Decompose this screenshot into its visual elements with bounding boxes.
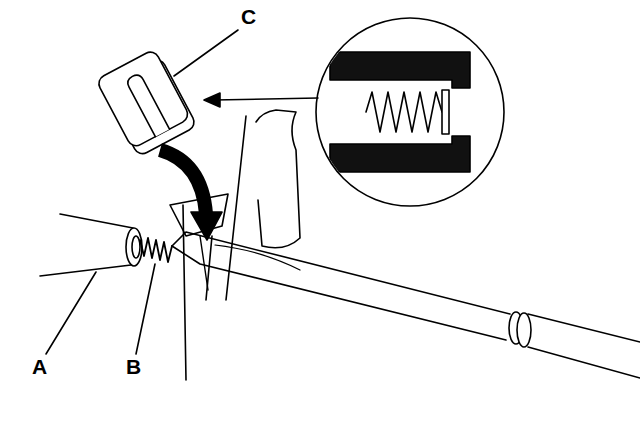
- screwdriver: [172, 232, 640, 378]
- callout-letter: B: [124, 356, 143, 377]
- callout-letter: C: [239, 6, 258, 27]
- tube: [40, 214, 142, 276]
- spring: [140, 238, 172, 262]
- leader-lines: [46, 30, 238, 354]
- detail-view: [204, 18, 504, 206]
- clip: [96, 48, 197, 158]
- callout-letter: A: [30, 356, 49, 377]
- insert-arrow: [160, 150, 222, 240]
